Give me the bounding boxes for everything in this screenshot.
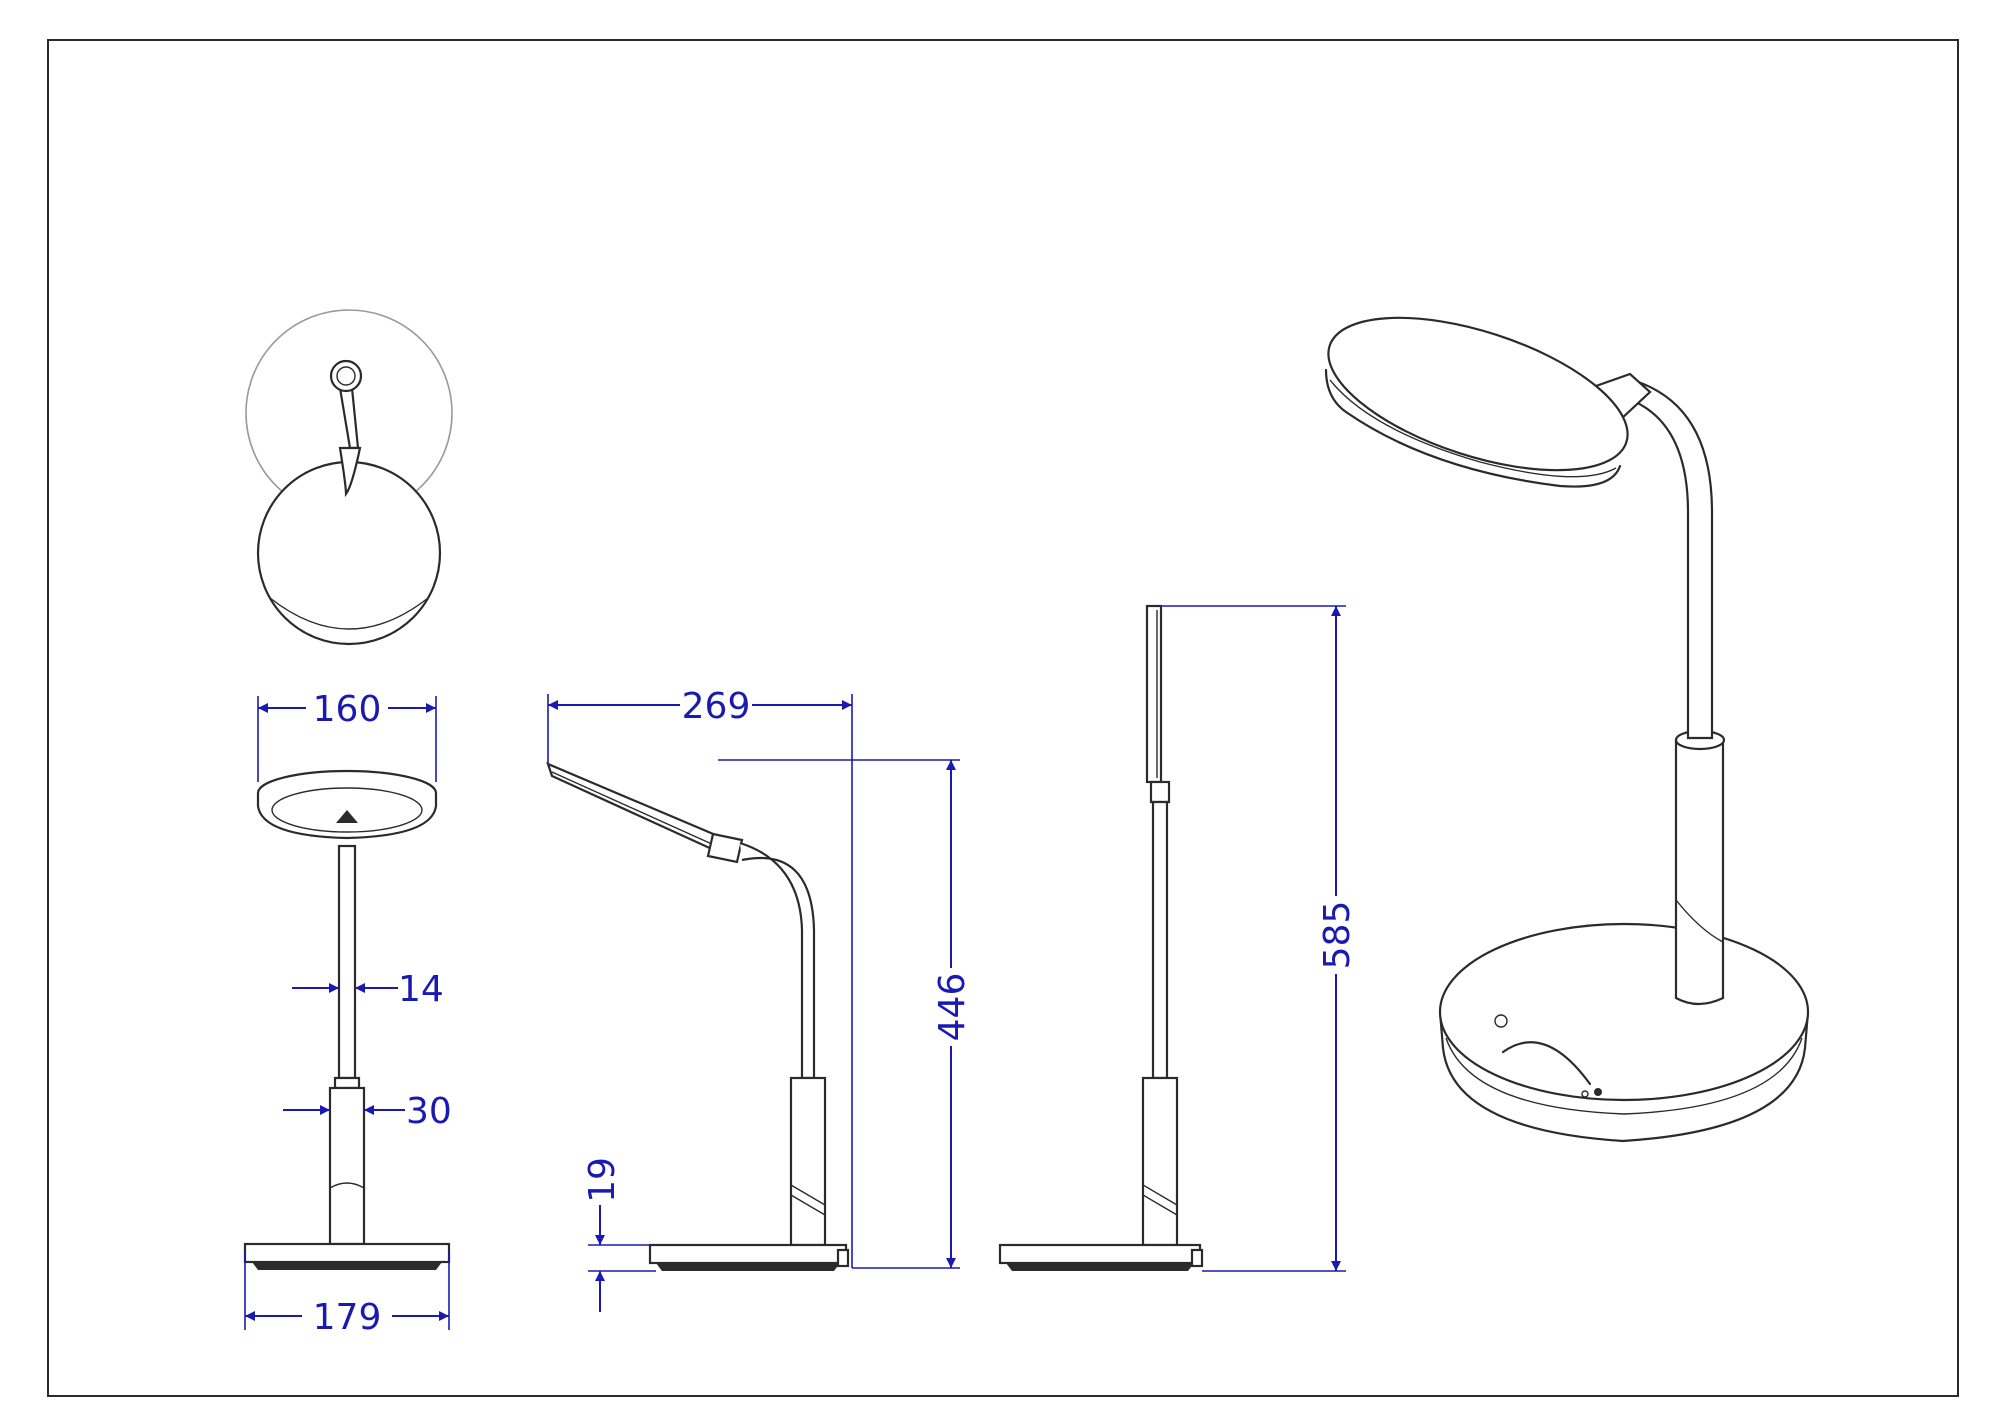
- top-view-head-rim: [269, 597, 429, 630]
- side-view-base-foot: [656, 1263, 840, 1271]
- dim-base-width-label: 179: [313, 1297, 382, 1338]
- top-view-stem-top: [329, 359, 363, 393]
- perspective-base-top: [1438, 922, 1810, 1102]
- perspective-sun-icon: [1594, 1088, 1602, 1096]
- dim-head-width-label: 160: [313, 689, 382, 730]
- side-view-column-band: [790, 1184, 826, 1206]
- side-view-gooseneck: [739, 841, 816, 1080]
- perspective-view: [1324, 316, 1810, 1143]
- side-view-switch: [836, 1248, 850, 1268]
- back-view-head: [1145, 604, 1163, 784]
- perspective-dimmer-arc: [1501, 1041, 1592, 1086]
- top-view: [245, 309, 453, 646]
- dim-reach-label: 269: [682, 686, 751, 727]
- top-view-arm: [338, 386, 360, 450]
- back-view-column-band: [1142, 1184, 1178, 1206]
- side-view-column-band-2: [790, 1194, 826, 1216]
- perspective-column-band: [1675, 899, 1724, 943]
- dim-total-height-label: 585: [1317, 901, 1358, 970]
- perspective-mode-icon: [1581, 1090, 1589, 1098]
- perspective-head-top: [1327, 316, 1629, 472]
- back-view-stem: [1151, 800, 1169, 1080]
- front-view-hinge: [336, 810, 358, 823]
- dim-height-label: 446: [932, 973, 973, 1042]
- front-view-head-lens: [271, 787, 423, 833]
- back-view: 585: [998, 604, 1358, 1272]
- front-view-collar: [333, 1076, 361, 1090]
- side-view-base: [648, 1243, 848, 1265]
- back-view-base: [998, 1243, 1202, 1265]
- perspective-column: [1674, 738, 1725, 1006]
- top-view-hinge: [338, 446, 362, 498]
- perspective-base-rim: [1445, 1037, 1803, 1115]
- front-view-base: [243, 1242, 451, 1264]
- side-view-head: [546, 762, 720, 852]
- perspective-head-rim: [1329, 379, 1617, 478]
- dim-stem-label: 14: [398, 969, 444, 1010]
- front-view: 160 14 30 179: [243, 689, 452, 1338]
- perspective-head-side: [1324, 368, 1622, 488]
- front-view-column: [328, 1086, 366, 1246]
- back-view-column: [1141, 1076, 1179, 1247]
- front-view-stem: [337, 844, 357, 1080]
- perspective-power-icon: [1494, 1014, 1508, 1028]
- perspective-gooseneck: [1624, 378, 1714, 740]
- back-view-switch: [1190, 1248, 1204, 1268]
- side-view: 269 446 19: [546, 686, 973, 1312]
- sheet-border: [47, 39, 1959, 1397]
- back-view-collar: [1149, 780, 1171, 804]
- front-view-column-band: [329, 1182, 365, 1189]
- side-view-head-face: [551, 771, 715, 846]
- dim-base-height-label: 19: [582, 1157, 623, 1203]
- back-view-base-foot: [1006, 1263, 1194, 1271]
- dim-column-label: 30: [406, 1091, 452, 1132]
- top-view-stem-inner: [336, 366, 356, 386]
- side-view-collar: [706, 832, 744, 864]
- front-view-base-foot: [252, 1262, 442, 1270]
- side-view-column: [789, 1076, 827, 1247]
- back-view-column-band-2: [1142, 1194, 1178, 1216]
